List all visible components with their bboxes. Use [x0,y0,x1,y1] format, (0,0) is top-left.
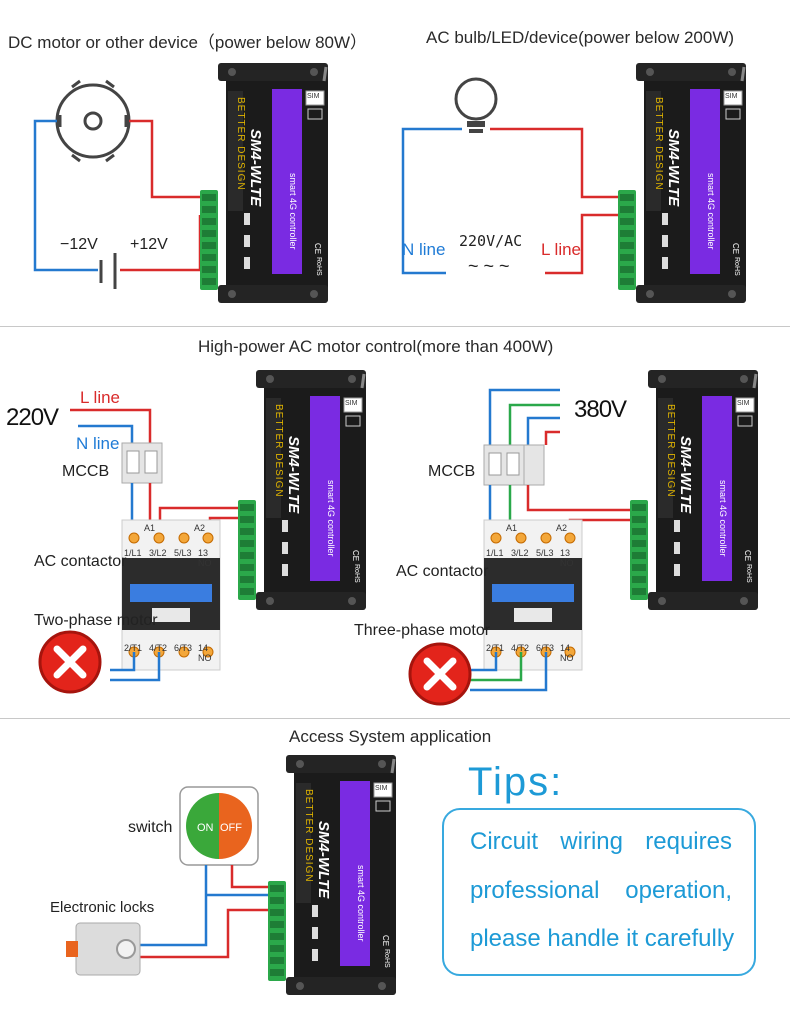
mccb-breaker-right [483,444,525,486]
tips-line-3: please handle it carefully [470,925,735,953]
motor-x-icon [410,644,470,704]
tips-line-2: professional operation, [470,877,732,905]
contactor-l2-label: 3/L2 [149,548,167,558]
ac-wave-label: ~ ~ ~ [468,256,510,276]
terminal-block [200,190,218,290]
tips-word: professional [470,877,600,904]
section2-diagram [0,368,760,715]
controller-device-2 [634,61,748,305]
contactor-l3-label: 5/L3 [536,548,554,558]
divider [0,326,790,327]
controller-device-3 [254,368,368,612]
voltage-380v-label: 380V [574,396,627,423]
ac-contactor-label: AC contactor [34,553,127,570]
high-power-title: High-power AC motor control(more than 40… [198,337,554,356]
dc-motor-title: DC motor or other device（power below 80W… [8,33,368,52]
tips-title: Tips: [468,760,564,804]
tips-word: Circuit [470,828,539,855]
tips-word: please handle it carefully [470,925,735,952]
ac-bulb-title: AC bulb/LED/device(power below 200W) [426,28,735,47]
tips-box: Circuit wiring requires professional ope… [442,808,756,976]
contactor-l3-label: 5/L3 [174,548,192,558]
mccb-breaker-left [121,442,163,484]
contactor-a1-label: A1 [506,523,518,533]
contactor-13no-label: 13 NO [198,548,212,568]
contactor-a2-label: A2 [194,523,206,533]
tips-word: wiring [560,828,623,855]
contactor-t3-label: 6/T3 [536,643,555,653]
contactor-t1-label: 2/T1 [486,643,505,653]
mccb-label: MCCB [62,463,110,480]
tips-line-1: Circuit wiring requires [470,828,732,856]
mccb-label: MCCB [428,463,476,480]
switch-on-label: ON [197,822,214,834]
motor-x-icon [40,632,100,692]
electronic-lock-icon [66,922,141,976]
section3-diagram [66,753,398,997]
controller-device-1 [216,61,330,305]
motor-label: Three-phase motor [354,622,491,639]
contactor-14no-label: 14 NO [560,643,574,663]
contactor-l2-label: 3/L2 [511,548,529,558]
contactor-t2-label: 4/T2 [511,643,530,653]
ac-contactor-label: AC contactor [396,563,489,580]
controller-device-5 [284,753,398,997]
electronic-locks-label: Electronic locks [50,899,155,916]
contactor-l1-label: 1/L1 [124,548,142,558]
n-line-label: N line [402,240,446,259]
contactor-t1-label: 2/T1 [124,643,143,653]
contactor-l1-label: 1/L1 [486,548,504,558]
l-line-label: L line [80,388,121,407]
neg-12v-label: −12V [60,236,98,253]
switch-label: switch [128,819,173,836]
terminal-block [238,500,256,600]
section1-diagram [33,61,748,305]
bulb-icon [454,77,498,133]
motor-label: Two-phase motor [34,612,158,629]
contactor-t3-label: 6/T3 [174,643,193,653]
voltage-label: 220V/AC [459,232,523,250]
voltage-220v-label: 220V [6,404,59,431]
contactor-14no-label: 14 NO [198,643,212,663]
tips-word: requires [645,828,732,855]
l-line-label: L line [541,240,582,259]
tips-word: operation, [625,877,732,904]
switch-off-label: OFF [220,822,242,834]
n-line-label: N line [76,434,120,453]
contactor-a2-label: A2 [556,523,568,533]
controller-device-4 [646,368,760,612]
contactor-13no-label: 13 NO [560,548,574,568]
access-system-title: Access System application [289,727,492,746]
battery-icon [99,253,117,289]
terminal-block [268,881,286,981]
contactor-a1-label: A1 [144,523,156,533]
pos-12v-label: +12V [130,236,168,253]
terminal-block [630,500,648,600]
contactor-t2-label: 4/T2 [149,643,168,653]
terminal-block [618,190,636,290]
divider [0,718,790,719]
dc-motor-icon [55,79,131,163]
